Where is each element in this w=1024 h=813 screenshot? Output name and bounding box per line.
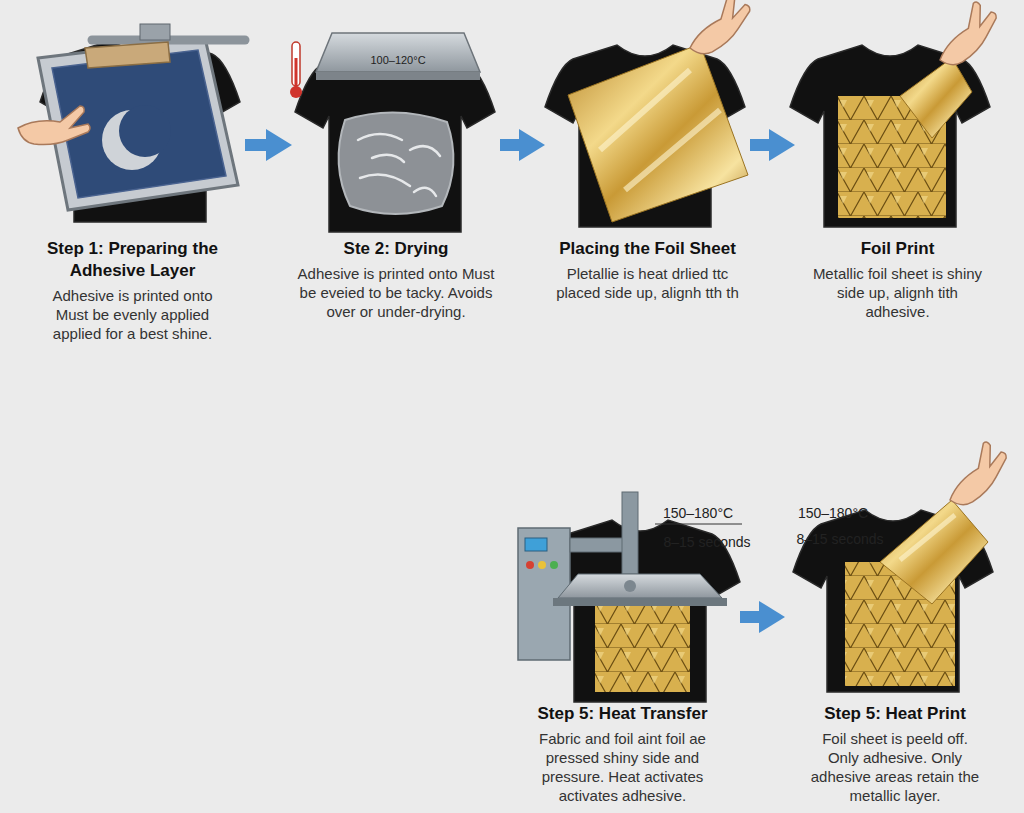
step-heading: Step 5: Heat Print xyxy=(785,703,1005,725)
step-text: Step 1: Preparing the Adhesive LayerAdhe… xyxy=(20,238,245,343)
label-underline xyxy=(655,524,742,525)
step-panel: Foil PrintMetallic foil sheet is shiny s… xyxy=(795,10,1000,340)
step-heading: Step 5: Heat Transfer xyxy=(505,703,740,725)
step-panel: Step 5: Heat PrintFoil sheet is peeld of… xyxy=(785,480,1005,810)
press-knob xyxy=(624,580,636,592)
step-description: Foil sheet is peeld off. Only adhesive. … xyxy=(808,729,983,805)
step-heading: Foil Print xyxy=(795,238,1000,260)
thermometer-bulb xyxy=(290,86,302,98)
adhesive-gloss xyxy=(358,134,440,196)
dryer-plate xyxy=(316,33,480,72)
step-heading: Ste 2: Drying xyxy=(292,238,500,260)
press-column xyxy=(622,492,638,574)
step-description: Adhesive is printed onto Must be eveied … xyxy=(294,264,499,321)
setting-label: 150–180°C xyxy=(663,505,733,521)
t-shirt xyxy=(790,45,990,227)
temperature-label: 100–120°C xyxy=(370,54,425,66)
flow-arrow xyxy=(750,139,771,151)
step-description: Adhesive is printed onto Must be evenly … xyxy=(38,286,228,343)
flow-arrow xyxy=(740,611,761,623)
foil-sheet xyxy=(568,44,748,222)
press-button xyxy=(538,561,546,569)
setting-label: 8–15 seconds xyxy=(796,531,883,547)
hand xyxy=(677,0,758,62)
press-arm xyxy=(570,538,626,552)
press-plate xyxy=(553,598,727,606)
peeling-foil xyxy=(880,500,988,604)
step-text: Step 5: Heat TransferFabric and foil ain… xyxy=(505,703,740,805)
step-panel: Placing the Foil SheetPletallie is heat … xyxy=(545,10,750,340)
hand xyxy=(18,106,90,145)
foil-shine xyxy=(600,70,720,190)
press-display xyxy=(525,538,547,551)
press-head xyxy=(558,574,722,598)
dryer-edge xyxy=(316,72,480,80)
step-text: Placing the Foil SheetPletallie is heat … xyxy=(545,238,750,302)
step-heading: Placing the Foil Sheet xyxy=(545,238,750,260)
setting-label: 150–180°C xyxy=(798,505,868,521)
step-panel: Step 1: Preparing the Adhesive LayerAdhe… xyxy=(20,10,245,340)
hand xyxy=(926,0,1006,73)
flow-arrow xyxy=(245,139,268,151)
squeegee xyxy=(85,42,170,68)
t-shirt xyxy=(295,50,495,232)
hand xyxy=(936,437,1016,513)
screen-mesh xyxy=(52,50,226,198)
step-description: Fabric and foil aint foil ae pressed shi… xyxy=(523,729,723,805)
foil-shine xyxy=(900,515,955,560)
step-text: Step 5: Heat PrintFoil sheet is peeld of… xyxy=(785,703,1005,805)
bar-clamp xyxy=(140,24,170,40)
flow-arrow xyxy=(500,139,521,151)
step-text: Foil PrintMetallic foil sheet is shiny s… xyxy=(795,238,1000,321)
press-button xyxy=(550,561,558,569)
press-button xyxy=(526,561,534,569)
peeling-foil xyxy=(900,58,972,138)
step-text: Ste 2: DryingAdhesive is printed onto Mu… xyxy=(292,238,500,321)
moon-cutout xyxy=(119,105,171,157)
setting-label: 8–15 seconds xyxy=(663,534,750,550)
adhesive-layer xyxy=(339,112,454,214)
thermometer-level xyxy=(295,58,298,90)
step-panel: Step 5: Heat TransferFabric and foil ain… xyxy=(505,480,740,810)
foil-pattern xyxy=(595,600,690,692)
step-description: Metallic foil sheet is shiny side up, al… xyxy=(805,264,990,321)
step-heading: Step 1: Preparing the Adhesive Layer xyxy=(20,238,245,282)
step-description: Pletallie is heat drlied ttc placed side… xyxy=(550,264,745,302)
